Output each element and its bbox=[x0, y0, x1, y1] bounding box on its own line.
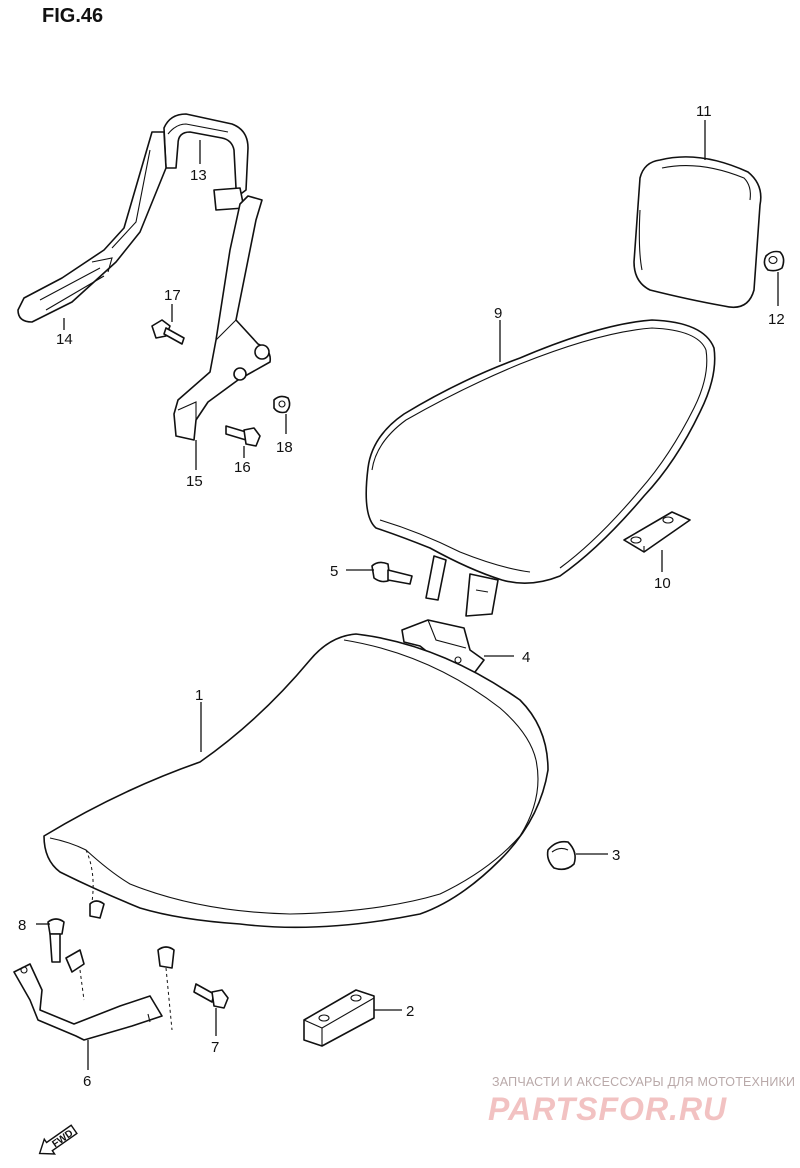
part-8-bolt bbox=[47, 918, 65, 963]
watermark-logo: PARTSFOR.RU bbox=[488, 1091, 727, 1127]
fwd-arrow-icon: FWD bbox=[38, 1124, 78, 1155]
part-18-nut bbox=[273, 395, 291, 414]
callout-10: 10 bbox=[654, 575, 671, 592]
callout-17: 17 bbox=[164, 287, 181, 304]
callout-18: 18 bbox=[276, 439, 293, 456]
part-4-bracket bbox=[401, 619, 485, 677]
leader-lines bbox=[36, 120, 779, 1070]
part-15-bracket bbox=[173, 195, 272, 441]
callout-13: 13 bbox=[190, 167, 207, 184]
callout-numbers: 11 12 13 14 17 15 16 18 9 10 5 4 1 3 2 7… bbox=[18, 103, 785, 1090]
callout-9: 9 bbox=[494, 305, 502, 322]
part-2-rubber-block bbox=[303, 989, 375, 1047]
callout-12: 12 bbox=[768, 311, 785, 328]
part-9-passenger-seat bbox=[365, 319, 716, 617]
callout-2: 2 bbox=[406, 1003, 414, 1020]
part-11-backrest-pad bbox=[633, 156, 762, 309]
callout-3: 3 bbox=[612, 847, 620, 864]
part-1-rider-seat bbox=[43, 633, 549, 969]
part-16-bolt bbox=[225, 425, 261, 447]
part-10-rubber-block bbox=[623, 511, 691, 553]
callout-8: 8 bbox=[18, 917, 26, 934]
callout-1: 1 bbox=[195, 687, 203, 704]
watermark: ЗАПЧАСТИ И АКСЕССУАРЫ ДЛЯ МОТОТЕХНИКИ PA… bbox=[488, 1075, 795, 1127]
callout-16: 16 bbox=[234, 459, 251, 476]
callout-4: 4 bbox=[522, 649, 530, 666]
part-6-bracket bbox=[13, 949, 173, 1041]
callout-6: 6 bbox=[83, 1073, 91, 1090]
callout-5: 5 bbox=[330, 563, 338, 580]
part-17-bolt bbox=[151, 319, 185, 345]
part-14-left-bar bbox=[17, 131, 167, 323]
callout-15: 15 bbox=[186, 473, 203, 490]
part-3-nut bbox=[546, 840, 576, 871]
part-5-bolt bbox=[371, 561, 413, 585]
part-7-bolt bbox=[193, 983, 229, 1009]
callout-7: 7 bbox=[211, 1039, 219, 1056]
part-12-nut bbox=[763, 250, 785, 272]
figure-title: FIG.46 bbox=[42, 5, 103, 27]
watermark-caption: ЗАПЧАСТИ И АКСЕССУАРЫ ДЛЯ МОТОТЕХНИКИ bbox=[492, 1075, 795, 1089]
callout-11: 11 bbox=[696, 103, 712, 120]
callout-14: 14 bbox=[56, 331, 73, 348]
part-13-backrest-frame bbox=[163, 113, 249, 211]
